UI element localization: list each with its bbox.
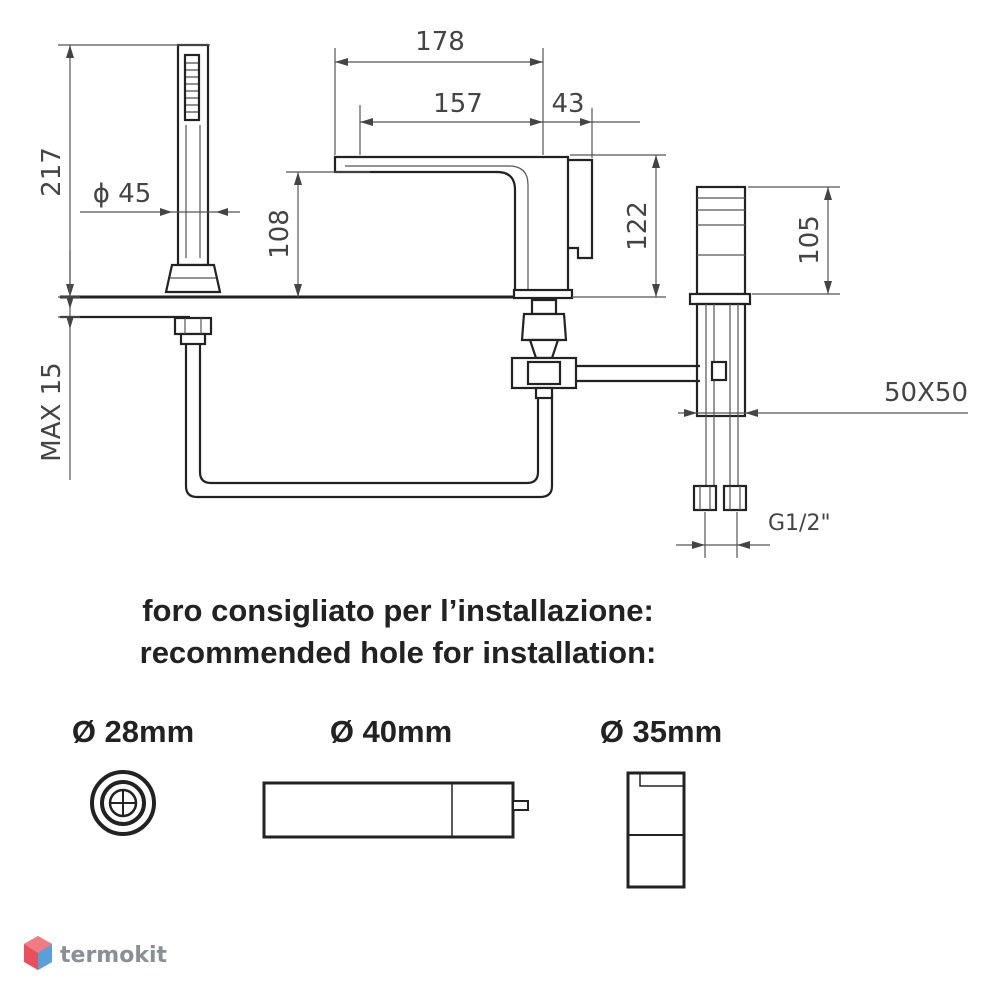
hole-label-40mm: Ø 40mm: [330, 714, 452, 749]
installation-title-it: foro consigliato per l’installazione:: [142, 593, 654, 628]
dim-label-max-15: MAX 15: [37, 362, 67, 461]
dimension-50x50: 50X50: [678, 378, 968, 417]
brand-logo: termokit: [24, 936, 167, 970]
dimension-122: 122: [570, 154, 666, 298]
mixer-hose-nut-left: [692, 484, 718, 512]
dim-label-108: 108: [265, 209, 295, 259]
mixer-body: [695, 185, 747, 296]
dim-label-g1-2: G1/2": [768, 511, 831, 536]
dim-label-122: 122: [623, 201, 653, 251]
dim-label-157: 157: [433, 89, 483, 119]
spout-drawing: [333, 155, 700, 400]
hole-label-28mm: Ø 28mm: [72, 714, 194, 749]
hand-shower-spray-face: [183, 53, 201, 122]
dim-label-105: 105: [795, 215, 825, 265]
dimension-108: 108: [265, 171, 370, 297]
dim-label-217: 217: [37, 147, 67, 197]
spout-valve: [520, 312, 568, 342]
dimension-157: 157: [359, 89, 640, 155]
dimension-phi-45: ϕ 45: [80, 179, 240, 216]
dim-label-43: 43: [551, 89, 584, 119]
hand-shower-drawing: [60, 43, 554, 499]
hole-28mm-top-view: [90, 770, 156, 836]
dimension-105: 105: [748, 186, 840, 295]
dimension-43: 43: [551, 89, 593, 158]
brand-name: termokit: [60, 943, 167, 968]
mixer-drawing: [688, 185, 752, 512]
mixer-hose-nut-right: [722, 484, 748, 512]
dim-label-phi-45: ϕ 45: [93, 179, 152, 209]
installation-title-en: recommended hole for installation:: [140, 635, 657, 670]
hand-shower-nut: [173, 316, 213, 336]
hand-shower-body: [176, 43, 210, 267]
spout-body: [333, 155, 570, 299]
hand-shower-hose: [184, 344, 554, 499]
mixer-shank: [695, 302, 747, 418]
dimension-217: 217: [37, 44, 210, 298]
hole-label-35mm: Ø 35mm: [600, 714, 722, 749]
dimension-max-15: MAX 15: [37, 250, 80, 480]
dim-label-50x50: 50X50: [884, 378, 968, 408]
spout-lever: [568, 158, 594, 260]
dim-label-178: 178: [415, 27, 465, 57]
dimension-178: 178: [334, 27, 544, 155]
hole-40mm-top-view: [262, 781, 529, 839]
dimension-g1-2: G1/2": [676, 511, 831, 558]
hole-35mm-top-view: [626, 771, 686, 889]
